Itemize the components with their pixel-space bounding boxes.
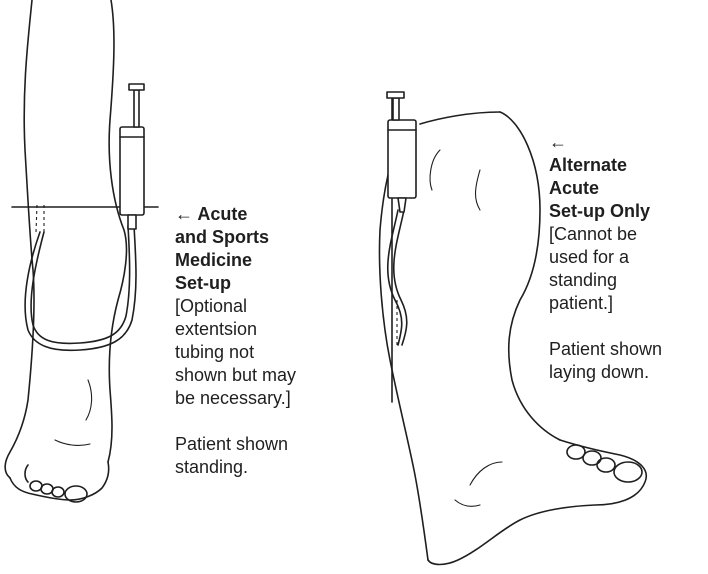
caption-note-line: be necessary.] bbox=[175, 387, 345, 410]
caption-title-line-1: Acute bbox=[197, 204, 247, 224]
acute-sports-medicine-caption: ← Acute and Sports Medicine Set-up [Opti… bbox=[175, 203, 345, 479]
caption-note-line: [Cannot be bbox=[549, 223, 708, 246]
caption-note-line: standing bbox=[549, 269, 708, 292]
caption-posture-line: Patient shown bbox=[175, 433, 345, 456]
caption-title-line: Acute bbox=[549, 177, 708, 200]
caption-note-line: shown but may bbox=[175, 364, 345, 387]
caption-posture-line: laying down. bbox=[549, 361, 708, 384]
standing-leg-illustration bbox=[5, 0, 158, 502]
caption-note-line: patient.] bbox=[549, 292, 708, 315]
caption-title-line-4: Set-up bbox=[175, 272, 345, 295]
caption-note-line: [Optional bbox=[175, 295, 345, 318]
caption-title-line-3: Medicine bbox=[175, 249, 345, 272]
spacer bbox=[549, 315, 708, 338]
spacer bbox=[175, 410, 345, 433]
caption-posture-line: standing. bbox=[175, 456, 345, 479]
caption-note-line: tubing not bbox=[175, 341, 345, 364]
caption-title-line-2: and Sports bbox=[175, 226, 345, 249]
caption-note-line: used for a bbox=[549, 246, 708, 269]
caption-title-line: Alternate bbox=[549, 154, 708, 177]
caption-note-line: extentsion bbox=[175, 318, 345, 341]
alternate-acute-caption: ← Alternate Acute Set-up Only [Cannot be… bbox=[549, 131, 708, 384]
arrow-left-icon: ← bbox=[549, 131, 708, 154]
caption-posture-line: Patient shown bbox=[549, 338, 708, 361]
arrow-left-icon: ← bbox=[175, 204, 193, 224]
caption-title-line: Set-up Only bbox=[549, 200, 708, 223]
caption-title: ← Acute bbox=[175, 203, 345, 226]
